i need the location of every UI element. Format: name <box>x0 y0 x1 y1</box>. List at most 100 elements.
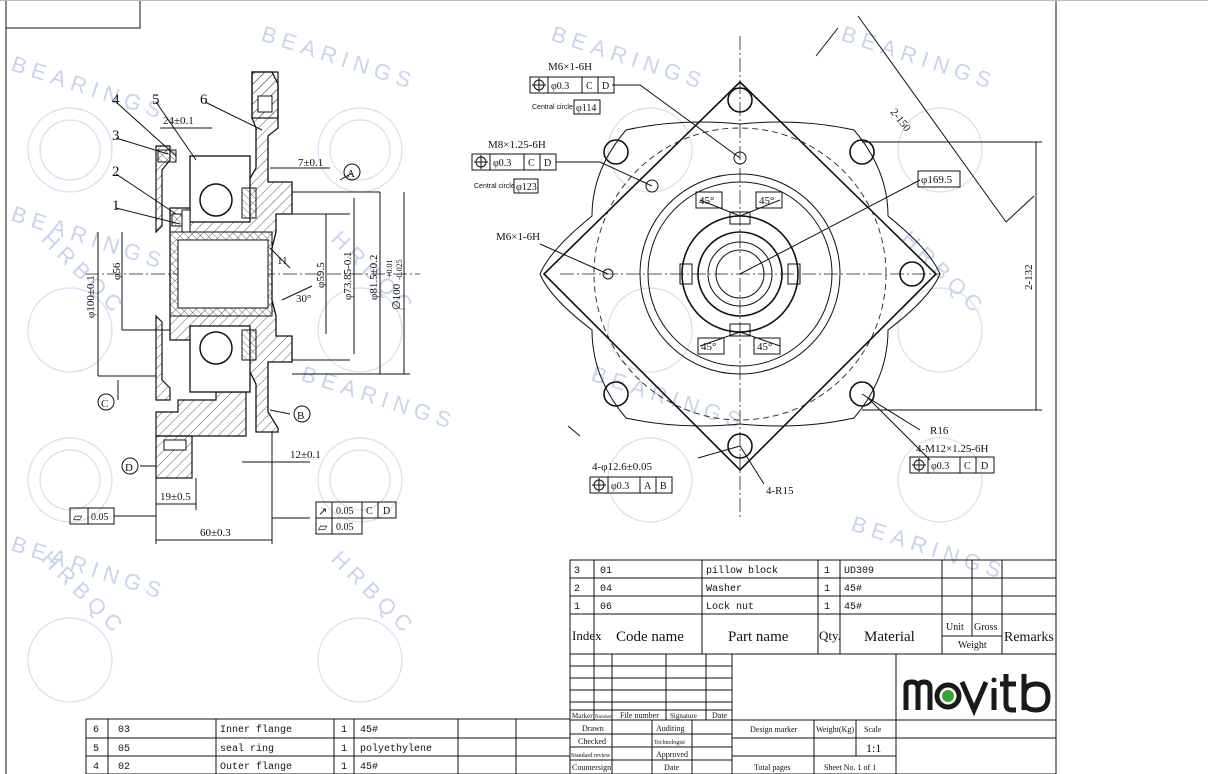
datum-b-bubble <box>293 405 311 423</box>
bom-header-qty: Qty. <box>819 628 841 643</box>
radius-r15: 4-R15 <box>766 485 794 497</box>
dim-169-5: φ169.5 <box>921 174 953 186</box>
rev-file: File number <box>620 711 659 720</box>
watermark-brand: HRBQC <box>326 546 421 641</box>
bom-header-weight: Weight <box>958 640 987 651</box>
dim-19: 19±0.5 <box>160 491 191 503</box>
dim-81-5: φ81.5±0.2 <box>368 255 380 300</box>
tb-sheet: Sheet No. 1 of 1 <box>824 763 876 772</box>
balloon-4: 4 <box>112 92 120 108</box>
bom-header-gross: Gross <box>974 622 997 633</box>
tb-technologist: Technologist <box>654 740 685 746</box>
tb-approved: Approved <box>656 750 688 759</box>
callout-m12: 4-M12×1.25-6H <box>916 443 989 455</box>
callout-m6-left: M6×1-6H <box>496 231 540 243</box>
bom-bottom-code: 03 <box>118 725 130 736</box>
bom-bottom-table: 6 03 Inner flange 1 45# 5 05 seal ring 1… <box>85 718 571 774</box>
bom-top-material: UD309 <box>844 566 874 577</box>
bom-top-part: Lock nut <box>706 601 754 613</box>
callout-holes: 4-φ12.6±0.05 <box>592 461 653 473</box>
bom-bottom-qty: 1 <box>341 744 347 755</box>
watermark-text: BEARINGS <box>298 361 460 435</box>
bom-top-material: 45# <box>844 602 862 613</box>
balloon-6: 6 <box>200 92 208 108</box>
fcf-m8: φ0.3 C D <box>471 153 557 171</box>
bom-bottom-part: seal ring <box>220 743 274 755</box>
central-circle-label: Central circle <box>474 183 515 190</box>
watermark-brand: HRBQC <box>896 226 991 321</box>
dim-11: 11 <box>277 255 288 267</box>
tb-checked: Checked <box>578 737 606 746</box>
central-circle-123: φ123 <box>516 182 537 193</box>
dim-56: φ56 <box>111 262 123 280</box>
bom-top-index: 2 <box>574 584 580 595</box>
bom-bottom-part: Outer flange <box>220 761 292 773</box>
fcf-ref-d: D <box>981 461 988 472</box>
fcf-m12: φ0.3 C D <box>909 456 995 474</box>
bom-header-code: Code name <box>616 629 684 645</box>
datum-a-label: A <box>347 168 355 180</box>
bom-bottom-code: 05 <box>118 744 130 755</box>
fcf-ref-d: D <box>602 81 609 92</box>
tol-ref-c: C <box>366 506 373 517</box>
rev-marker: Marker <box>572 712 593 720</box>
tb-scale-value: 1:1 <box>866 741 881 755</box>
fcf-value: φ0.3 <box>551 81 569 92</box>
bom-bottom-qty: 1 <box>341 725 347 736</box>
bom-top-index: 3 <box>574 566 580 577</box>
bom-bottom-qty: 1 <box>341 762 347 773</box>
dim-60: 60±0.3 <box>200 527 231 539</box>
dim-30deg: 30° <box>296 293 311 305</box>
section-view: 4 5 6 3 2 1 A B C D 24±0.1 7±0.1 φ56 φ10… <box>69 71 420 544</box>
tol-ref-d: D <box>383 506 390 517</box>
bom-header-part: Part name <box>728 629 789 645</box>
bom-bottom-material: 45# <box>360 762 378 773</box>
rev-signature: Signature <box>670 712 697 720</box>
tol-symbol: ▱ <box>73 510 83 524</box>
dim-7: 7±0.1 <box>298 157 323 169</box>
dim-100: φ100±0.1 <box>85 275 97 318</box>
tol-value: 0.05 <box>336 506 354 517</box>
fcf-ref-a: A <box>644 481 652 492</box>
tol-frame-flatness-right: ▱ 0.05 <box>315 517 363 535</box>
watermark-text: BEARINGS <box>258 21 420 95</box>
fcf-value: φ0.3 <box>493 158 511 169</box>
bom-top-part: Washer <box>706 583 742 595</box>
bom-top-qty: 1 <box>824 602 830 613</box>
fcf-ref-b: B <box>660 481 667 492</box>
title-block: Marker Number File number Signature Date… <box>569 653 1057 774</box>
balloon-5: 5 <box>152 92 160 108</box>
bom-bottom-code: 02 <box>118 762 130 773</box>
tol-value: 0.05 <box>91 512 109 523</box>
callout-m6-top: M6×1-6H <box>548 61 592 73</box>
fcf-ref-d: D <box>544 158 551 169</box>
bom-bottom-index: 6 <box>93 725 99 736</box>
bom-header-index: Index <box>572 628 602 643</box>
dim-100-tol-upper: +0.01 <box>385 259 394 278</box>
angle-45-br: 45° <box>757 341 772 353</box>
datum-c-label: C <box>101 398 108 410</box>
fcf-value: φ0.3 <box>931 461 949 472</box>
movit-logo <box>903 674 1051 717</box>
bearing-upper <box>189 155 257 223</box>
central-circle-label: Central circle <box>532 104 573 111</box>
tb-countersign: Countersign <box>572 763 611 772</box>
tol-symbol: ↗ <box>318 506 327 518</box>
tb-date: Date <box>664 763 680 772</box>
fcf-m6-top: φ0.3 C D <box>529 76 615 94</box>
dim-100-tol-lower: -0.025 <box>395 259 404 280</box>
tol-frame-flatness-left: ▱ 0.05 <box>69 507 115 525</box>
tb-standard-review: Standard review <box>571 753 611 759</box>
bom-bottom-material: 45# <box>360 725 378 736</box>
tb-drawn: Drawn <box>582 724 604 733</box>
datum-c-bubble <box>97 393 115 411</box>
datum-d-label: D <box>125 462 133 474</box>
fcf-ref-c: C <box>586 81 593 92</box>
radius-r16: R16 <box>930 425 949 437</box>
tb-scale: Scale <box>864 725 882 734</box>
tb-weight: Weight(Kg) <box>816 725 854 734</box>
watermark-text: BEARINGS <box>838 21 1000 95</box>
rev-number: Number <box>595 715 612 720</box>
